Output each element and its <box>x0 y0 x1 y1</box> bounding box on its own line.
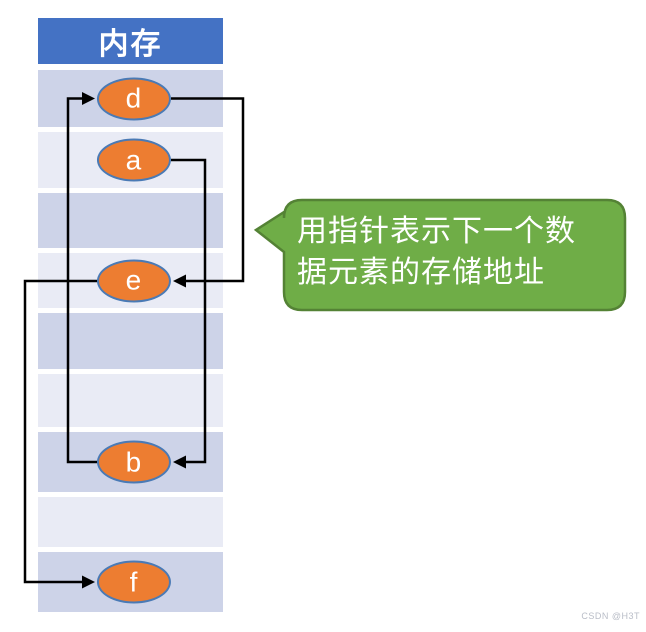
node-label: f <box>129 566 138 597</box>
table-header: 内存 <box>38 18 223 64</box>
callout-line-2: 据元素的存储地址 <box>297 256 545 289</box>
table-row <box>38 313 223 369</box>
table-row <box>38 193 223 248</box>
node-label: a <box>125 144 142 175</box>
table-row: d <box>38 70 223 127</box>
table-row: f <box>38 552 223 612</box>
node-b: b <box>96 440 171 484</box>
table-title: 内存 <box>98 28 163 61</box>
node-label: d <box>125 82 142 114</box>
callout-line-1: 用指针表示下一个数 <box>297 215 576 248</box>
node-label: e <box>125 264 142 296</box>
watermark: CSDN @H3T <box>581 611 640 621</box>
table-row: b <box>38 432 223 492</box>
node-f: f <box>96 560 171 604</box>
table-row: e <box>38 253 223 308</box>
table-row <box>38 374 223 427</box>
callout-text: 用指针表示下一个数 据元素的存储地址 <box>297 211 619 293</box>
table-row: a <box>38 132 223 188</box>
node-d: d <box>96 77 171 120</box>
table-row <box>38 497 223 547</box>
node-a: a <box>96 138 171 182</box>
node-e: e <box>96 259 171 302</box>
node-label: b <box>125 446 142 477</box>
